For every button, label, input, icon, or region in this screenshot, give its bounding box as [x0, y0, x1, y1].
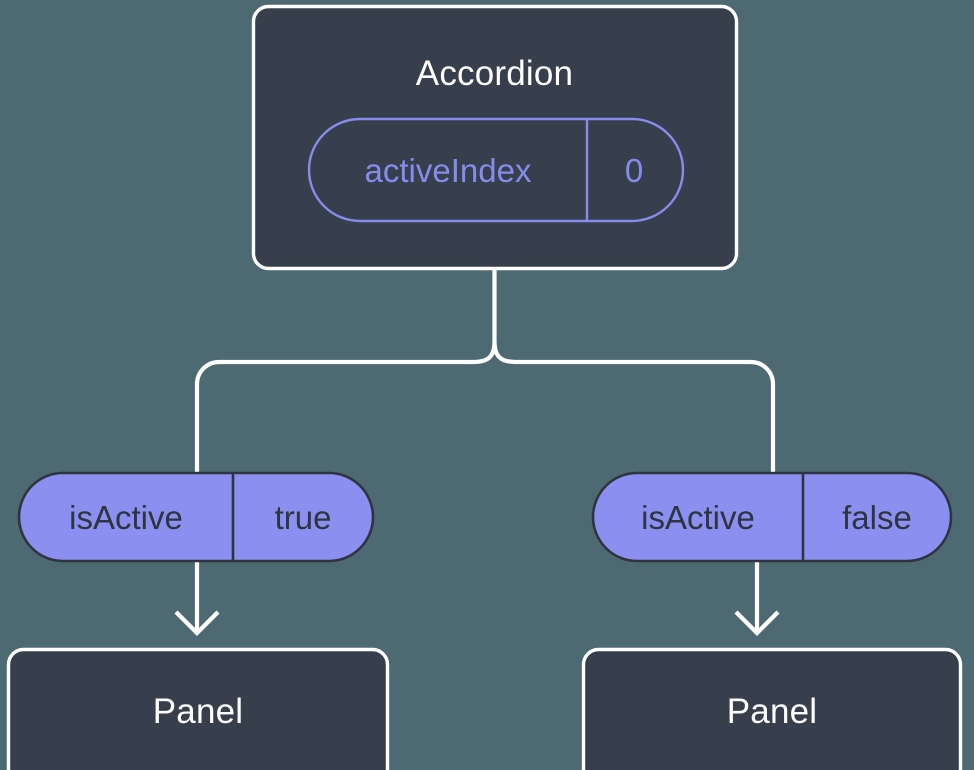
right-prop-pill[interactable]: isActive false [591, 471, 953, 563]
left-arrow-head-icon [174, 610, 220, 636]
panel-left-title: Panel [153, 692, 244, 731]
accordion-box[interactable] [251, 4, 739, 271]
panel-right-box[interactable] [581, 647, 963, 770]
panel-left-box[interactable] [6, 647, 390, 770]
accordion-prop-value: 0 [625, 152, 643, 189]
accordion-prop-name: activeIndex [365, 152, 532, 189]
left-prop-value: true [275, 499, 332, 536]
accordion-prop-pill[interactable]: activeIndex 0 [307, 117, 685, 223]
node-panel-right[interactable]: Panel [581, 647, 963, 770]
connector-right-branch [750, 359, 776, 474]
connector-split-cusp-mirror [219, 340, 497, 365]
right-prop-name: isActive [641, 499, 755, 536]
left-prop-pill-shape[interactable] [17, 471, 375, 563]
left-prop-pill[interactable]: isActive true [17, 471, 375, 563]
accordion-prop-pill-shape[interactable] [307, 117, 685, 223]
panel-right-title: Panel [727, 692, 818, 731]
node-accordion[interactable]: Accordion activeIndex 0 [251, 4, 739, 271]
left-prop-name: isActive [69, 499, 183, 536]
connector-left-branch [194, 359, 220, 474]
right-arrow-head-icon [734, 610, 780, 636]
accordion-title: Accordion [416, 54, 573, 93]
connector-group [174, 268, 780, 636]
node-panel-left[interactable]: Panel [6, 647, 390, 770]
connector-split-cusp [492, 340, 751, 365]
right-prop-pill-shape[interactable] [591, 471, 953, 563]
right-prop-value: false [842, 499, 912, 536]
